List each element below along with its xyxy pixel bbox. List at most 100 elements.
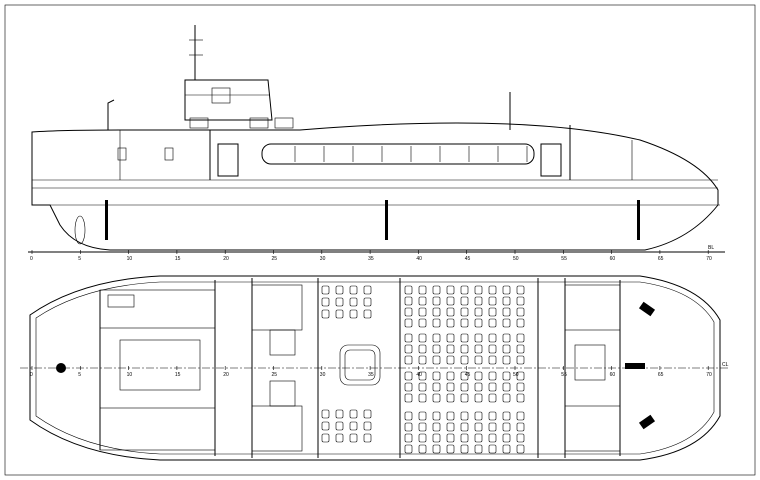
seat	[335, 297, 344, 307]
liferafts	[189, 117, 294, 129]
seat	[474, 307, 483, 317]
frame-label: 40	[416, 256, 422, 262]
frame-label: 65	[658, 256, 664, 262]
frame-label: 45	[465, 372, 471, 378]
seat	[446, 382, 455, 392]
seat	[502, 355, 511, 365]
seat	[474, 382, 483, 392]
seat	[404, 333, 413, 343]
seat	[516, 296, 525, 306]
frame-label: 50	[513, 256, 519, 262]
seat	[460, 296, 469, 306]
frame-label: 15	[175, 256, 181, 262]
seat	[418, 333, 427, 343]
seat	[418, 371, 427, 381]
rooms	[99, 284, 621, 452]
seat	[418, 318, 427, 328]
seat	[446, 333, 455, 343]
seat	[502, 444, 511, 454]
seat	[502, 296, 511, 306]
seat	[488, 285, 497, 295]
seat	[502, 333, 511, 343]
window-band	[261, 143, 535, 165]
seat	[488, 333, 497, 343]
seat	[418, 393, 427, 403]
seat	[404, 371, 413, 381]
frame-label: 45	[465, 256, 471, 262]
baseline-label: BL	[708, 245, 714, 251]
centerline-label: CL	[722, 362, 729, 368]
seat	[516, 333, 525, 343]
seat	[516, 307, 525, 317]
wheelhouse	[184, 79, 273, 121]
seat	[474, 411, 483, 421]
seat	[404, 296, 413, 306]
seat	[488, 344, 497, 354]
seat	[432, 433, 441, 443]
porthole	[164, 147, 174, 161]
seat	[516, 318, 525, 328]
frame-label: 5	[78, 256, 81, 262]
seat	[460, 285, 469, 295]
seat	[418, 355, 427, 365]
seat	[404, 285, 413, 295]
seat	[460, 382, 469, 392]
seat	[418, 382, 427, 392]
seat	[516, 422, 525, 432]
seat	[474, 296, 483, 306]
frame-label: 70	[706, 256, 712, 262]
seat	[432, 444, 441, 454]
seat	[432, 318, 441, 328]
seat	[321, 421, 330, 431]
frame-label: 0	[30, 372, 33, 378]
seat	[474, 355, 483, 365]
seat	[488, 296, 497, 306]
seat	[432, 344, 441, 354]
seat	[349, 309, 358, 319]
seat	[418, 285, 427, 295]
seat	[460, 355, 469, 365]
frame-label: 30	[320, 256, 326, 262]
seat	[488, 422, 497, 432]
seat	[446, 285, 455, 295]
seat	[335, 409, 344, 419]
frame-label: 10	[127, 372, 133, 378]
seat	[474, 285, 483, 295]
seat	[432, 307, 441, 317]
seat	[321, 285, 330, 295]
seat	[363, 297, 372, 307]
seat	[488, 371, 497, 381]
seat	[404, 422, 413, 432]
superstructure	[209, 125, 571, 180]
seat	[502, 344, 511, 354]
seat	[432, 422, 441, 432]
inner-hull-plan	[35, 281, 715, 455]
seat	[432, 333, 441, 343]
seat	[502, 393, 511, 403]
seat	[363, 421, 372, 431]
seat	[446, 393, 455, 403]
frame-label: 65	[658, 372, 664, 378]
seat	[349, 409, 358, 419]
frame-label: 60	[610, 372, 616, 378]
seat	[474, 344, 483, 354]
seat	[404, 382, 413, 392]
frame-label: 30	[320, 372, 326, 378]
frame-label: 35	[368, 256, 374, 262]
seat	[502, 307, 511, 317]
seat	[516, 371, 525, 381]
seat	[432, 371, 441, 381]
seat	[502, 411, 511, 421]
seat	[321, 309, 330, 319]
frame-label: 0	[30, 256, 33, 262]
seat	[460, 411, 469, 421]
seat	[363, 285, 372, 295]
seat	[460, 307, 469, 317]
seat	[418, 344, 427, 354]
seat	[446, 371, 455, 381]
hull-profile	[31, 122, 719, 251]
frame-label: 5	[78, 372, 81, 378]
